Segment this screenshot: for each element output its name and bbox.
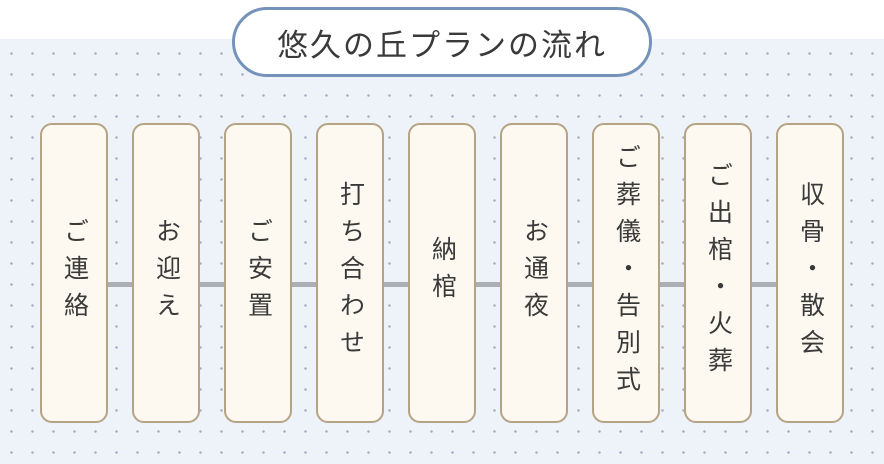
step-label: お通夜 [520, 217, 549, 329]
section-title: 悠久の丘プランの流れ [277, 27, 607, 63]
step-card: ご出棺・火葬 [684, 123, 752, 423]
step-card: 打ち合わせ [316, 123, 384, 423]
step-label: 納棺 [428, 236, 457, 310]
step-card: ご葬儀・告別式 [592, 123, 660, 423]
step-label: お迎え [152, 217, 181, 329]
step-card: ご安置 [224, 123, 292, 423]
step-card: ご連絡 [40, 123, 108, 423]
step-card: お迎え [132, 123, 200, 423]
step-card: 収骨・散会 [776, 123, 844, 423]
section-title-pill: 悠久の丘プランの流れ [232, 7, 652, 77]
step-label: 打ち合わせ [336, 180, 365, 366]
step-label: 収骨・散会 [796, 180, 825, 366]
flow-steps-row: ご連絡 お迎え ご安置 打ち合わせ 納棺 お通夜 ご葬儀・告別式 ご出棺・火葬 収骨・散会 [40, 123, 844, 423]
step-card: 納棺 [408, 123, 476, 423]
step-label: ご連絡 [60, 217, 89, 329]
step-label: ご出棺・火葬 [704, 162, 733, 384]
step-card: お通夜 [500, 123, 568, 423]
step-label: ご安置 [244, 217, 273, 329]
step-label: ご葬儀・告別式 [612, 143, 641, 403]
